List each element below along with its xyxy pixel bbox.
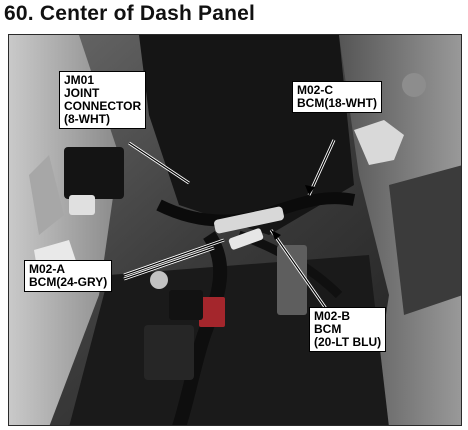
callout-m02b-line-2: BCM [314,322,342,336]
callout-m02b-bcm: M02-B BCM (20-LT BLU) [309,307,387,352]
callout-jm01-joint-connector: JM01 JOINT CONNECTOR (8-WHT) [59,71,147,129]
callout-m02b-line-1: M02-B [314,309,351,323]
callout-m02a-line-1: M02-A [29,262,66,276]
dash-panel-photo: JM01 JOINT CONNECTOR (8-WHT) M02-C BCM(1… [8,34,462,426]
callout-jm01-line-3: CONNECTOR [64,99,142,113]
callout-m02c-bcm: M02-C BCM(18-WHT) [292,81,382,113]
callout-m02b-line-3: (20-LT BLU) [314,335,382,349]
page-title: 60. Center of Dash Panel [4,2,256,25]
callout-jm01-line-4: (8-WHT) [64,112,110,126]
callout-jm01-line-1: JM01 [64,73,95,87]
callout-m02c-line-1: M02-C [297,83,334,97]
callout-m02c-line-2: BCM(18-WHT) [297,96,377,110]
callout-m02a-bcm: M02-A BCM(24-GRY) [24,260,113,292]
callout-jm01-line-2: JOINT [64,86,100,100]
callout-m02a-line-2: BCM(24-GRY) [29,275,108,289]
